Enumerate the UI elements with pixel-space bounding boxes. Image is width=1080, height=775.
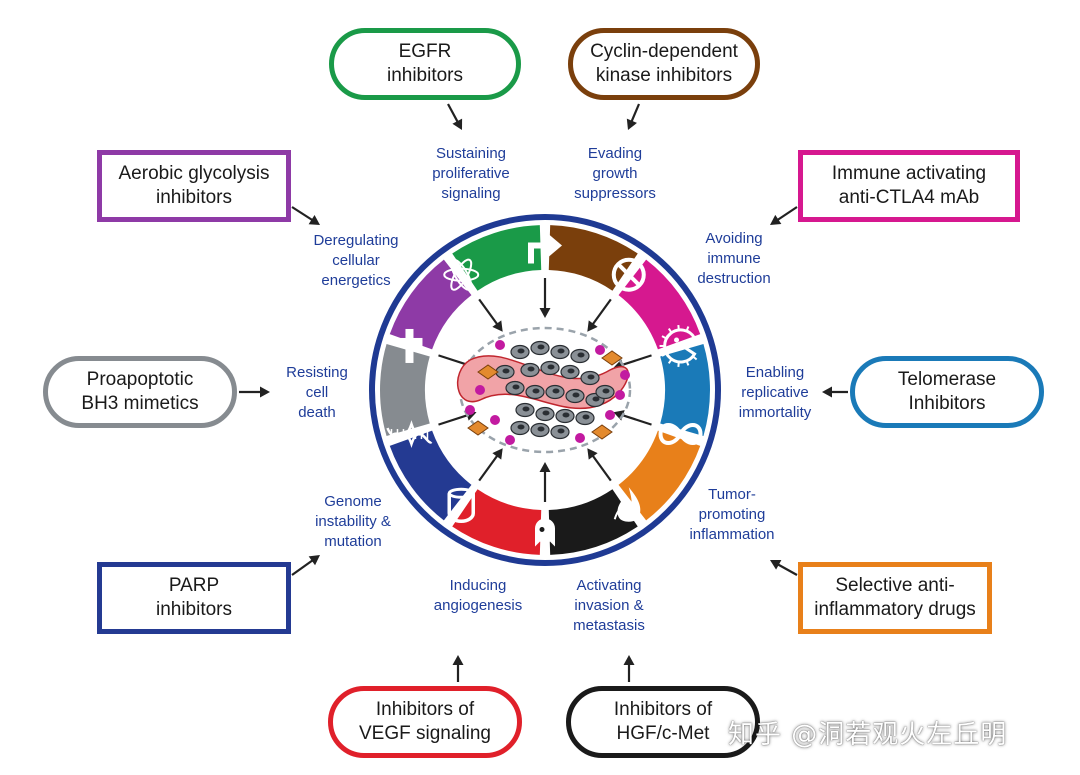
therapy-box-bh3: Proapoptotic BH3 mimetics (43, 356, 237, 428)
prohibition-icon (611, 257, 646, 292)
tumor-cell (555, 408, 575, 424)
hallmark-label-proliferative: Sustaining proliferative signaling (432, 145, 510, 202)
fire-icon (613, 487, 641, 522)
hallmark-segment-genome (389, 430, 472, 521)
therapy-box-anti-inflammatory: Selective anti- inflammatory drugs (798, 562, 992, 634)
tumor-cell (510, 344, 530, 360)
vessel-icon (447, 487, 475, 524)
therapy-box-cdk: Cyclin-dependent kinase inhibitors (568, 28, 760, 100)
inner-arrow (478, 448, 503, 482)
hallmark-segment-death (379, 343, 430, 437)
immune-cell (620, 370, 630, 380)
tumor-cluster-illustration (456, 326, 632, 454)
therapy-box-glycolysis: Aerobic glycolysis inhibitors (97, 150, 291, 222)
outer-arrow (626, 103, 641, 130)
hallmark-label-inflammation: Tumor- promoting inflammation (689, 486, 775, 543)
hallmark-label-genome: Genome instability & mutation (315, 493, 391, 550)
immune-cell (475, 385, 485, 395)
atom-icon (443, 258, 480, 291)
outer-arrow (452, 655, 464, 682)
tumor-cell (520, 362, 540, 378)
fibroblast (591, 424, 613, 440)
tumor-cell (575, 410, 595, 426)
fibroblast (467, 420, 489, 436)
upturn-arrow-icon (528, 234, 562, 264)
immune-cell (615, 390, 625, 400)
tumor-cell (525, 384, 545, 400)
infinity-icon (658, 423, 703, 446)
tumor-cell (515, 402, 535, 418)
outer-arrow (291, 555, 320, 576)
outer-arrow (770, 560, 798, 576)
hallmark-label-immune: Avoiding immune destruction (697, 230, 771, 287)
tumor-cell (505, 380, 525, 396)
therapy-box-hgf-cmet: Inhibitors of HGF/c-Met (566, 686, 760, 758)
watermark: 知乎 @洞若观火左丘明 (728, 720, 1008, 750)
outer-arrow (822, 386, 848, 398)
outer-arrow (291, 206, 320, 225)
hallmark-label-growth: Evading growth suppressors (574, 145, 656, 202)
outer-arrow (239, 386, 270, 398)
outer-arrows (239, 103, 848, 682)
therapy-box-egfr: EGFR inhibitors (329, 28, 521, 100)
pacman-cell-icon (659, 324, 698, 367)
fibroblast (601, 350, 623, 366)
immune-cell (605, 410, 615, 420)
hallmark-segment-proliferative (452, 225, 542, 291)
tumor-cell (540, 360, 560, 376)
ghost-cell-icon (535, 518, 555, 547)
tumor-cell (580, 370, 600, 386)
immune-cell (505, 435, 515, 445)
fibroblast (477, 364, 499, 380)
outer-arrow (623, 655, 635, 682)
therapy-box-anti-ctla4: Immune activating anti-CTLA4 mAb (798, 150, 1020, 222)
hallmark-label-angiogenesis: Inducing angiogenesis (433, 577, 523, 614)
outer-arrow (447, 103, 463, 130)
hallmark-segment-invasion (548, 489, 638, 555)
hallmark-segment-replicative (660, 343, 710, 437)
immune-cell (575, 433, 585, 443)
outer-arrow (770, 206, 798, 225)
therapy-box-parp: PARP inhibitors (97, 562, 291, 634)
hallmark-segment-inflammation (618, 430, 701, 521)
immune-cell (595, 345, 605, 355)
therapy-box-telomerase: Telomerase Inhibitors (850, 356, 1044, 428)
tumor-cell (545, 384, 565, 400)
dna-icon (386, 420, 433, 448)
hallmark-label-death: Resisting cell death (286, 364, 348, 421)
inner-arrow (587, 448, 612, 482)
cross-icon (396, 328, 423, 363)
tumor-cell (565, 388, 585, 404)
tumor-cell (570, 348, 590, 364)
tumor-cell (550, 344, 570, 360)
immune-cell (495, 340, 505, 350)
immune-cell (465, 405, 475, 415)
tumor-cell (530, 340, 550, 356)
wheel-outer-ring (369, 214, 721, 566)
inner-arrow (478, 298, 503, 332)
tumor-cell (560, 364, 580, 380)
therapy-box-vegf: Inhibitors of VEGF signaling (328, 686, 522, 758)
hallmark-label-invasion: Activating invasion & metastasis (573, 577, 645, 634)
tumor-cell (530, 422, 550, 438)
tumor-cell (535, 406, 555, 422)
hallmark-segment-immune (618, 259, 701, 350)
tumor-cell (595, 384, 615, 400)
tumor-cell (510, 420, 530, 436)
inner-arrow (587, 298, 612, 332)
inner-arrow (539, 278, 551, 318)
hallmark-label-replicative: Enabling replicative immortality (738, 364, 812, 421)
tumor-cell (550, 424, 570, 440)
hallmark-label-energetics: Deregulating cellular energetics (313, 232, 399, 289)
immune-cell (490, 415, 500, 425)
inner-arrow (539, 462, 551, 502)
